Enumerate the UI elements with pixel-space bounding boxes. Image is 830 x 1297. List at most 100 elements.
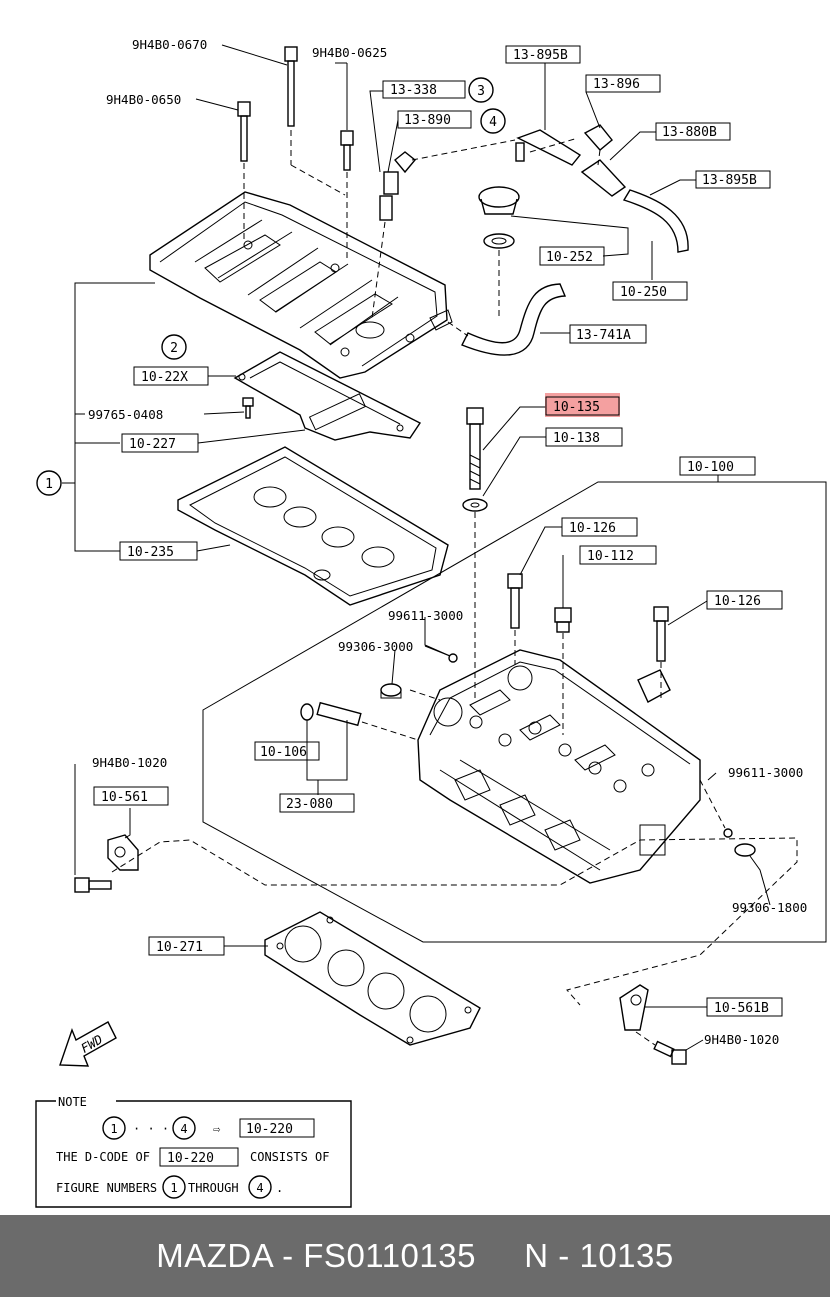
cover-bolts bbox=[237, 46, 354, 262]
svg-text:13-741A: 13-741A bbox=[576, 328, 631, 343]
label-10-561b[interactable]: 10-561B bbox=[706, 997, 783, 1017]
note-line3-from: 1 bbox=[170, 1181, 177, 1195]
circle-number-3[interactable]: 3 bbox=[468, 77, 494, 103]
svg-text:10-235: 10-235 bbox=[127, 545, 174, 560]
label-10-561[interactable]: 10-561 bbox=[93, 786, 169, 806]
circle-number-4[interactable]: 4 bbox=[480, 108, 506, 134]
label-99306-3000[interactable]: 99306-3000 bbox=[338, 639, 413, 654]
label-13-896[interactable]: 13-896 bbox=[585, 74, 661, 93]
svg-text:3: 3 bbox=[477, 84, 485, 99]
svg-text:10-252: 10-252 bbox=[546, 250, 593, 265]
label-13-890[interactable]: 13-890 bbox=[397, 110, 472, 129]
circled-numbers: 1 2 3 4 bbox=[36, 77, 506, 496]
circle-number-1[interactable]: 1 bbox=[36, 470, 62, 496]
svg-text:10-561B: 10-561B bbox=[714, 1001, 769, 1016]
label-10-252[interactable]: 10-252 bbox=[539, 246, 605, 266]
svg-text:10-126: 10-126 bbox=[569, 521, 616, 536]
label-10-135[interactable]: 10-135 bbox=[545, 396, 620, 416]
note-dots: · · · bbox=[133, 1122, 169, 1136]
label-13-338[interactable]: 13-338 bbox=[382, 80, 466, 99]
label-9h4b0-0625[interactable]: 9H4B0-0625 bbox=[312, 45, 387, 60]
label-10-126-b[interactable]: 10-126 bbox=[706, 590, 783, 610]
label-9h4b0-1020-a[interactable]: 9H4B0-1020 bbox=[92, 755, 167, 770]
svg-text:10-106: 10-106 bbox=[260, 745, 307, 760]
parts-diagram: FWD bbox=[35, 37, 827, 1208]
svg-text:10-138: 10-138 bbox=[553, 431, 600, 446]
pcv-hoses bbox=[371, 124, 689, 319]
label-10-106[interactable]: 10-106 bbox=[254, 741, 320, 761]
svg-text:2: 2 bbox=[170, 341, 178, 356]
fwd-text: FWD bbox=[78, 1032, 105, 1056]
svg-text:10-250: 10-250 bbox=[620, 285, 667, 300]
breather-hose bbox=[447, 283, 567, 356]
label-13-895b-right[interactable]: 13-895B bbox=[695, 170, 771, 189]
label-9h4b0-0670[interactable]: 9H4B0-0670 bbox=[132, 37, 207, 52]
note-line2-pre: THE D-CODE OF bbox=[56, 1150, 150, 1164]
label-99765-0408[interactable]: 99765-0408 bbox=[88, 407, 163, 422]
footer-bar: MAZDA - FS0110135 N - 10135 bbox=[0, 1215, 830, 1297]
note-box: NOTE 1 · · · 4 ⇨ 10-220 THE D-CODE OF 10… bbox=[35, 1095, 352, 1208]
circle-number-2[interactable]: 2 bbox=[161, 334, 187, 360]
svg-text:10-126: 10-126 bbox=[714, 594, 761, 609]
label-10-112[interactable]: 10-112 bbox=[579, 545, 657, 565]
label-10-271[interactable]: 10-271 bbox=[148, 936, 225, 956]
note-code[interactable]: 10-220 bbox=[246, 1122, 293, 1137]
plain-labels: 9H4B0-0670 9H4B0-0625 9H4B0-0650 99765-0… bbox=[88, 37, 807, 1047]
label-13-895b-top[interactable]: 13-895B bbox=[505, 45, 581, 64]
oil-filler-cap bbox=[478, 186, 520, 318]
label-99611-3000-a[interactable]: 99611-3000 bbox=[388, 608, 463, 623]
valve-cover bbox=[149, 191, 453, 379]
label-23-080[interactable]: 23-080 bbox=[279, 793, 355, 813]
pins-plugs bbox=[380, 653, 756, 857]
note-line3-end: . bbox=[276, 1181, 283, 1195]
svg-text:13-890: 13-890 bbox=[404, 113, 451, 128]
svg-text:13-896: 13-896 bbox=[593, 77, 640, 92]
svg-text:10-135: 10-135 bbox=[553, 400, 600, 415]
svg-text:13-880B: 13-880B bbox=[662, 125, 717, 140]
svg-text:10-22X: 10-22X bbox=[141, 370, 188, 385]
bracket-lines bbox=[62, 282, 827, 943]
note-line3-mid: THROUGH bbox=[188, 1181, 239, 1195]
note-line3-pre: FIGURE NUMBERS bbox=[56, 1181, 157, 1195]
svg-text:10-271: 10-271 bbox=[156, 940, 203, 955]
svg-text:1: 1 bbox=[45, 477, 53, 492]
bolt-10135 bbox=[462, 407, 488, 700]
leader-lines bbox=[124, 44, 771, 1051]
label-10-227[interactable]: 10-227 bbox=[121, 433, 199, 453]
cam-bolts bbox=[507, 573, 671, 735]
svg-text:13-338: 13-338 bbox=[390, 83, 437, 98]
footer-part-number: MAZDA - FS0110135 N - 10135 bbox=[156, 1237, 674, 1274]
fwd-arrow: FWD bbox=[59, 1021, 117, 1067]
cylinder-head bbox=[417, 649, 701, 884]
svg-text:10-561: 10-561 bbox=[101, 790, 148, 805]
svg-text:23-080: 23-080 bbox=[286, 797, 333, 812]
label-10-250[interactable]: 10-250 bbox=[612, 281, 688, 301]
label-10-138[interactable]: 10-138 bbox=[545, 427, 623, 447]
svg-text:4: 4 bbox=[489, 115, 497, 130]
svg-text:10-100: 10-100 bbox=[687, 460, 734, 475]
note-circle-from: 1 bbox=[110, 1122, 117, 1136]
label-9h4b0-0650[interactable]: 9H4B0-0650 bbox=[106, 92, 181, 107]
label-10-100[interactable]: 10-100 bbox=[679, 456, 756, 476]
svg-text:10-112: 10-112 bbox=[587, 549, 634, 564]
label-99611-3000-b[interactable]: 99611-3000 bbox=[728, 765, 803, 780]
note-circle-to: 4 bbox=[180, 1122, 187, 1136]
label-99306-1800[interactable]: 99306-1800 bbox=[732, 900, 807, 915]
svg-text:10-227: 10-227 bbox=[129, 437, 176, 452]
head-gasket bbox=[264, 911, 481, 1046]
svg-text:13-895B: 13-895B bbox=[513, 48, 568, 63]
label-10-235[interactable]: 10-235 bbox=[119, 541, 198, 561]
boxed-labels: 13-895B 13-896 13-338 13-890 13-880B 13-… bbox=[93, 45, 783, 1017]
note-title: NOTE bbox=[58, 1095, 87, 1109]
note-arrow: ⇨ bbox=[213, 1122, 221, 1136]
note-line2-code[interactable]: 10-220 bbox=[167, 1151, 214, 1166]
label-13-880b[interactable]: 13-880B bbox=[655, 122, 731, 141]
svg-text:13-895B: 13-895B bbox=[702, 173, 757, 188]
note-line3-to: 4 bbox=[256, 1181, 263, 1195]
label-13-741a[interactable]: 13-741A bbox=[569, 324, 647, 344]
cover-gasket bbox=[177, 446, 449, 606]
label-10-22x[interactable]: 10-22X bbox=[133, 366, 209, 386]
note-line2-post: CONSISTS OF bbox=[250, 1150, 329, 1164]
label-10-126-a[interactable]: 10-126 bbox=[561, 517, 638, 537]
label-9h4b0-1020-b[interactable]: 9H4B0-1020 bbox=[704, 1032, 779, 1047]
